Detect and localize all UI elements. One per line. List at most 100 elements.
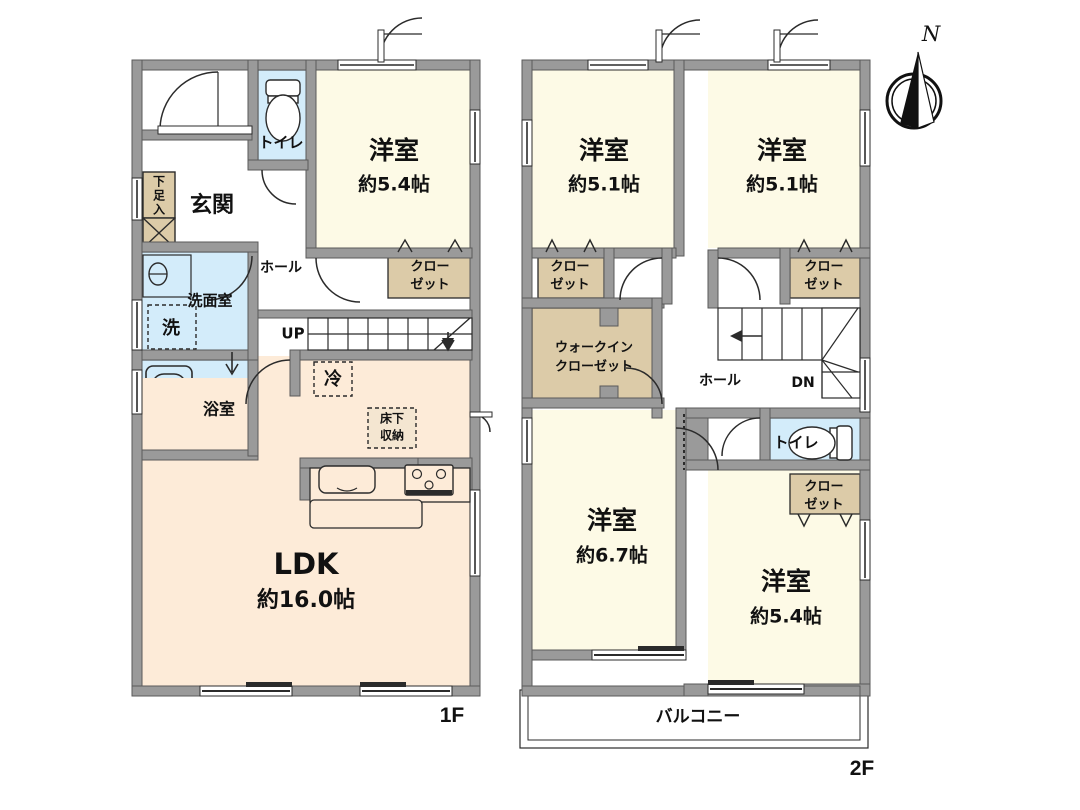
stairs-2f [717, 307, 861, 399]
bedroom-nw-label: 洋室 [579, 136, 629, 165]
f1-wall-genkan-bottom [141, 241, 259, 253]
closet-1f-marks [397, 238, 463, 253]
fridge-label: 冷 [324, 368, 342, 390]
closet-ne-label-1: クロー [804, 260, 843, 275]
western-room-1f-floor [316, 68, 472, 248]
f2-balcony-door-2-sash [708, 680, 754, 685]
f2-door-wic-swing [625, 367, 663, 405]
wic-label-2: クローゼット [555, 359, 633, 375]
stairs-2f-arrowhead [730, 330, 742, 342]
closet-ne-label-2: ゼット [804, 277, 843, 293]
ldk-label: LDK [273, 547, 340, 581]
floor-1f-tag: 1F [440, 704, 465, 727]
bedroom-ne-floor [708, 68, 860, 248]
door-ldk-right-leaf [469, 411, 493, 418]
toilet-1f-tank [265, 79, 301, 97]
bathroom-label: 浴室 [203, 400, 235, 419]
f2-door-nw-swing [619, 257, 663, 301]
f2-door-top-2-jamb [773, 29, 781, 63]
floor-2f-tag: 2F [850, 757, 875, 780]
bedroom-se-area: 約5.4帖 [750, 605, 822, 628]
north-arrow-icon-needle-light [917, 51, 935, 129]
underfloor-label-2: 収納 [380, 428, 404, 443]
f1-wall-stair-top [257, 309, 473, 319]
hall-1f-label: ホール [260, 260, 302, 276]
closet-ne-arrow-1 [797, 238, 811, 253]
western-room-1f-label: 洋室 [369, 136, 419, 165]
f2-wall-closet-ne-left [779, 247, 791, 305]
compass-group: N [885, 22, 943, 130]
ldk-floor-upper [252, 356, 472, 396]
window-bottom-1-sash [246, 682, 292, 687]
closet-se-arrow-2 [839, 513, 853, 528]
stove-burner-3 [424, 480, 434, 490]
floor-2f-group: 洋室 約5.1帖 洋室 約5.1帖 クロー ゼット クロー ゼット ウォークイン… [519, 19, 875, 780]
kitchen-fixtures [309, 361, 471, 529]
f1-wall-room-bottom [305, 247, 473, 259]
bedroom-nw-area: 約5.1帖 [568, 173, 640, 196]
closet-ne-arrow-2 [839, 238, 853, 253]
balcony-label: バルコニー [656, 707, 741, 727]
closet-se-label-1: クロー [804, 480, 843, 495]
stairs-1f-treads [308, 318, 472, 350]
toilet-2f-tank [835, 425, 853, 461]
north-arrow-icon-needle-dark [900, 52, 918, 128]
closet-1f-label-2: ゼット [410, 277, 449, 293]
f2-wall-hall-left [661, 247, 673, 305]
bedroom-se-label: 洋室 [761, 567, 811, 596]
toilet-1f-fixture [265, 79, 301, 142]
f2-wall-mid-top [673, 59, 685, 257]
f1-wall-stair-bottom [289, 349, 473, 361]
underfloor-label-1: 床下 [380, 411, 404, 426]
closet-nw-arrow-2 [583, 238, 597, 253]
ldk-floor [140, 378, 472, 690]
f2-door-ne-swing [717, 257, 761, 301]
kitchen-sink-icon [318, 465, 376, 494]
ldk-area: 約16.0帖 [257, 587, 355, 613]
f2-wall-toilet-bottom [683, 459, 871, 471]
closet-se-label-2: ゼット [804, 497, 843, 513]
door-entry-swing [159, 71, 219, 131]
bedroom-ne-area: 約5.1帖 [746, 173, 818, 196]
bedroom-sw-label: 洋室 [587, 506, 637, 535]
f2-door-top-1-jamb [655, 29, 663, 63]
stairs-1f-diagonal [433, 317, 471, 351]
f1-doors [157, 17, 493, 433]
f2-wall-wic-bottom [521, 397, 665, 409]
door-washroom-swing [207, 255, 253, 301]
door-ldk-swing [245, 359, 291, 405]
closet-se-arrow-1 [797, 513, 811, 528]
washer-box [147, 304, 197, 350]
entry-porch [140, 68, 252, 130]
genkan-label: 玄関 [190, 192, 234, 218]
f2-balcony-door-1-sash [638, 646, 684, 651]
f1-wall-bottom [131, 685, 481, 697]
western-room-1f-area: 約5.4帖 [358, 173, 430, 196]
bedroom-ne-label: 洋室 [757, 136, 807, 165]
closet-1f-arrow-left [397, 238, 413, 253]
f1-wall-washroom-bottom [141, 349, 259, 361]
hall-2f-label: ホール [699, 373, 741, 389]
f1-wall-bath-right [247, 359, 259, 457]
kitchen-island-front [309, 499, 423, 529]
closet-nw-label-2: ゼット [550, 277, 589, 293]
closet-nw-arrow-1 [545, 238, 559, 253]
closet-nw-label-1: クロー [550, 260, 589, 275]
f1-labels: 玄関 下 足 入 トイレ 洗面室 洗 浴室 ホール 洋室 約5.4帖 クロー ゼ… [153, 134, 464, 728]
toilet-2f-label: トイレ [773, 434, 818, 452]
shoe-cabinet-char-2: 足 [153, 189, 165, 203]
washer-label: 洗 [162, 317, 180, 339]
f1-wall-room-left [305, 59, 317, 251]
toilet-2f-fixture [788, 425, 853, 461]
toilet-1f-bowl [265, 94, 301, 142]
fridge-box [313, 361, 353, 397]
compass-north-label: N [921, 22, 941, 46]
hall-1f-floor [258, 176, 310, 316]
f2-door-toilet-2f-swing [721, 417, 761, 457]
kitchen-sink-drain-icon [336, 487, 358, 492]
f2-wall-hall-right [707, 249, 719, 309]
washroom-label: 洗面室 [187, 292, 232, 310]
door-toilet-1f-swing [261, 169, 297, 205]
